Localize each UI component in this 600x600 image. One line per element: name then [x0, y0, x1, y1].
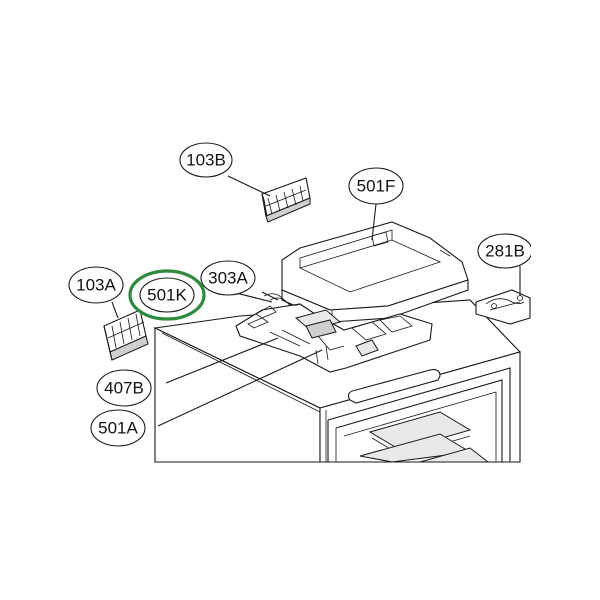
highlight-ring-501k: [128, 269, 206, 321]
callout-407b: 407B: [96, 369, 152, 407]
leader-lines: [111, 175, 521, 427]
door-frame: [327, 367, 511, 462]
vent-grille-103b: [261, 177, 311, 223]
shelves: [359, 411, 490, 463]
callout-281b: 281B: [477, 233, 533, 269]
callout-label-501k: 501K: [147, 286, 187, 305]
crop-mask: [0, 463, 600, 600]
callout-label-281b: 281B: [485, 242, 525, 261]
callout-label-407b: 407B: [104, 379, 144, 398]
callout-501a: 501A: [90, 409, 146, 447]
callout-303a: 303A: [200, 260, 256, 296]
vent-grille-103a: [103, 309, 149, 361]
callout-501f: 501F: [348, 167, 404, 205]
callout-103a: 103A: [68, 266, 124, 304]
hinge-bracket-281b: [475, 289, 531, 325]
callout-label-501f: 501F: [357, 177, 396, 196]
callout-label-103b: 103B: [186, 151, 226, 170]
callout-103b: 103B: [179, 142, 233, 178]
callout-501k: 501K: [128, 269, 206, 321]
callout-label-501a: 501A: [98, 419, 138, 438]
control-board-tray: [235, 293, 433, 373]
callout-label-103a: 103A: [76, 276, 116, 295]
crop-mask-right: [531, 0, 600, 600]
callout-label-303a: 303A: [208, 269, 248, 288]
